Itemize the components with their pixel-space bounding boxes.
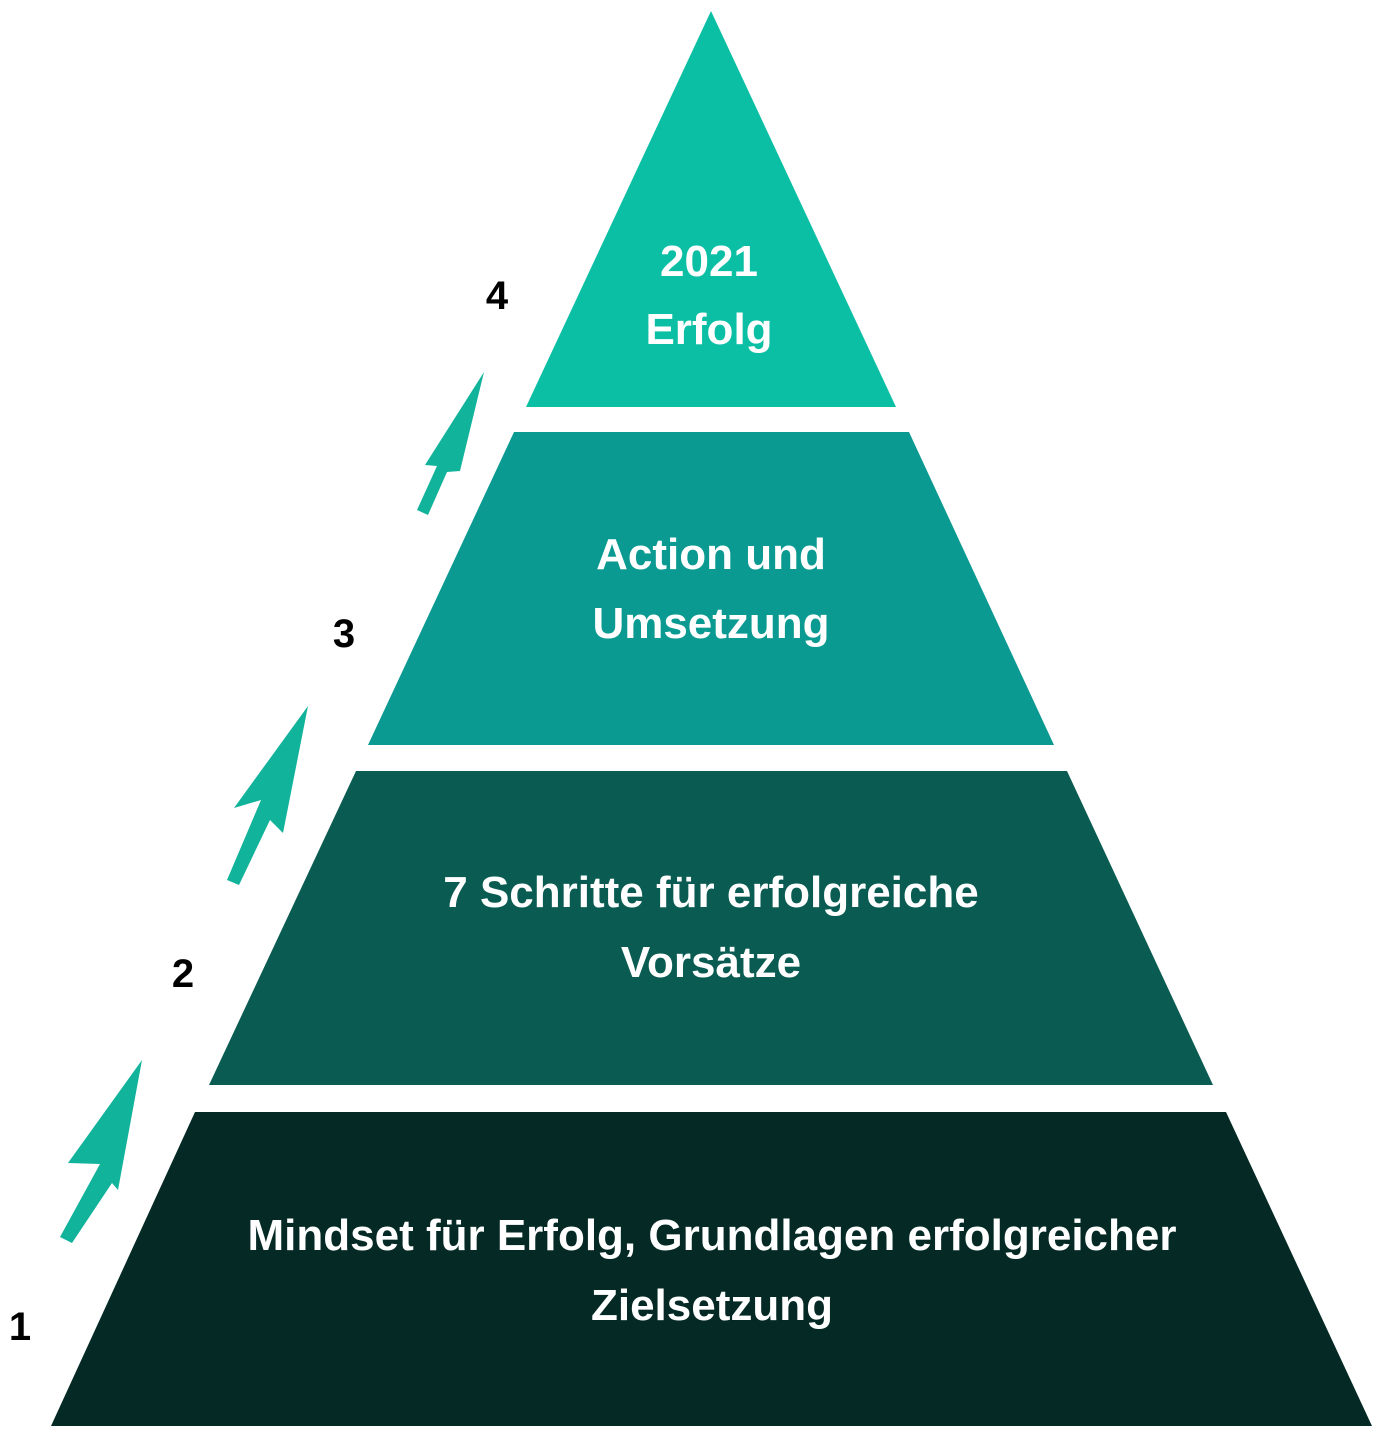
step-arrows: [60, 372, 484, 1243]
step-number-2: 2: [172, 952, 194, 996]
tier-1-shape: [51, 1112, 1372, 1426]
tier-3-shape: [368, 432, 1054, 745]
step-number-4: 4: [486, 274, 509, 318]
arrow-up-icon-3: [417, 372, 484, 515]
tier-3: Action und Umsetzung: [368, 432, 1054, 745]
tier-4-shape: [526, 11, 896, 407]
arrow-up-icon-1: [60, 1060, 142, 1243]
tier-4-line-2: Erfolg: [645, 305, 772, 354]
arrow-up-icon-2: [227, 706, 308, 885]
tier-4: 2021 Erfolg: [526, 11, 896, 407]
tier-2-line-1: 7 Schritte für erfolgreiche: [443, 868, 978, 917]
tier-1-line-2: Zielsetzung: [591, 1281, 833, 1330]
tier-1-line-1: Mindset für Erfolg, Grundlagen erfolgrei…: [248, 1211, 1177, 1260]
tier-2-line-2: Vorsätze: [621, 938, 801, 987]
tier-2-shape: [209, 771, 1213, 1085]
tier-3-line-2: Umsetzung: [592, 599, 829, 648]
tier-3-line-1: Action und: [596, 530, 826, 579]
step-number-1: 1: [9, 1305, 31, 1349]
step-number-3: 3: [333, 612, 355, 656]
tier-2: 7 Schritte für erfolgreiche Vorsätze: [209, 771, 1213, 1085]
tier-1: Mindset für Erfolg, Grundlagen erfolgrei…: [51, 1112, 1372, 1426]
tier-4-line-1: 2021: [660, 237, 758, 286]
